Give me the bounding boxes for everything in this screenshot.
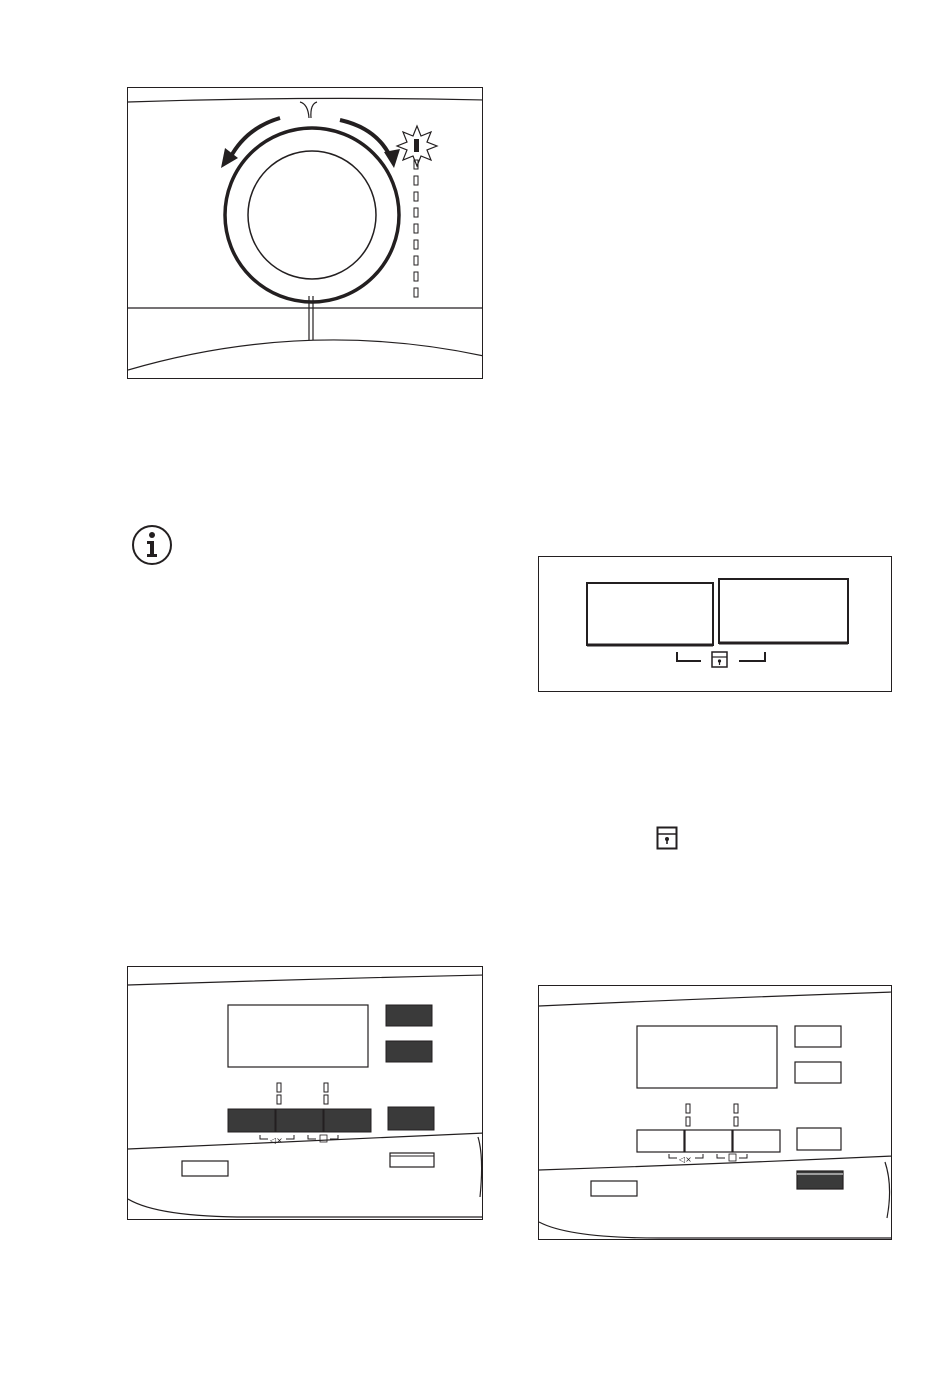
display-screen: [637, 1026, 777, 1088]
control-panel-figure-dark-buttons: ◁×: [127, 966, 483, 1220]
option-button-top[interactable]: [386, 1005, 432, 1026]
function-button-2[interactable]: [276, 1109, 323, 1132]
function-button-1[interactable]: [637, 1130, 684, 1152]
function-button-3[interactable]: [324, 1109, 371, 1132]
option-button-bottom[interactable]: [388, 1107, 434, 1130]
display-screen: [228, 1005, 368, 1067]
delay-start-button[interactable]: [390, 1153, 434, 1167]
function-button-3[interactable]: [733, 1130, 780, 1152]
door-lock-icon: [712, 652, 727, 667]
door-lock-icon: [656, 826, 678, 850]
indicator-lamp: [324, 1095, 328, 1104]
sound-off-icon: ◁×: [678, 1155, 692, 1164]
start-pause-button[interactable]: [591, 1181, 637, 1196]
function-button-2[interactable]: [685, 1130, 732, 1152]
program-indicator-lamps: [414, 160, 418, 297]
option-button-middle[interactable]: [386, 1041, 432, 1062]
small-lock-icon: [320, 1135, 327, 1142]
info-icon: [131, 524, 173, 566]
option-button-top[interactable]: [795, 1026, 841, 1047]
option-button-bottom[interactable]: [797, 1128, 841, 1150]
sound-off-icon: ◁×: [269, 1136, 283, 1145]
indicator-lamp: [324, 1083, 328, 1092]
indicator-lamp: [277, 1083, 281, 1092]
door-lock-display-figure: [538, 556, 892, 692]
control-panel-figure-highlighted: ◁×: [538, 985, 892, 1240]
indicator-lamp: [734, 1117, 738, 1126]
start-pause-button[interactable]: [182, 1161, 228, 1176]
small-lock-icon: [729, 1154, 736, 1161]
rotate-right-arrow-icon: [340, 120, 400, 168]
option-button-middle[interactable]: [795, 1062, 841, 1083]
program-dial-figure: [127, 87, 483, 379]
display-window-right: [719, 579, 848, 643]
indicator-lamp: [686, 1117, 690, 1126]
function-button-1[interactable]: [228, 1109, 275, 1132]
indicator-lamp: [734, 1104, 738, 1113]
rotate-left-arrow-icon: [221, 118, 280, 168]
indicator-lamp: [686, 1104, 690, 1113]
display-window-left: [587, 583, 713, 645]
indicator-lamp: [277, 1095, 281, 1104]
program-selector-dial[interactable]: [225, 128, 399, 302]
